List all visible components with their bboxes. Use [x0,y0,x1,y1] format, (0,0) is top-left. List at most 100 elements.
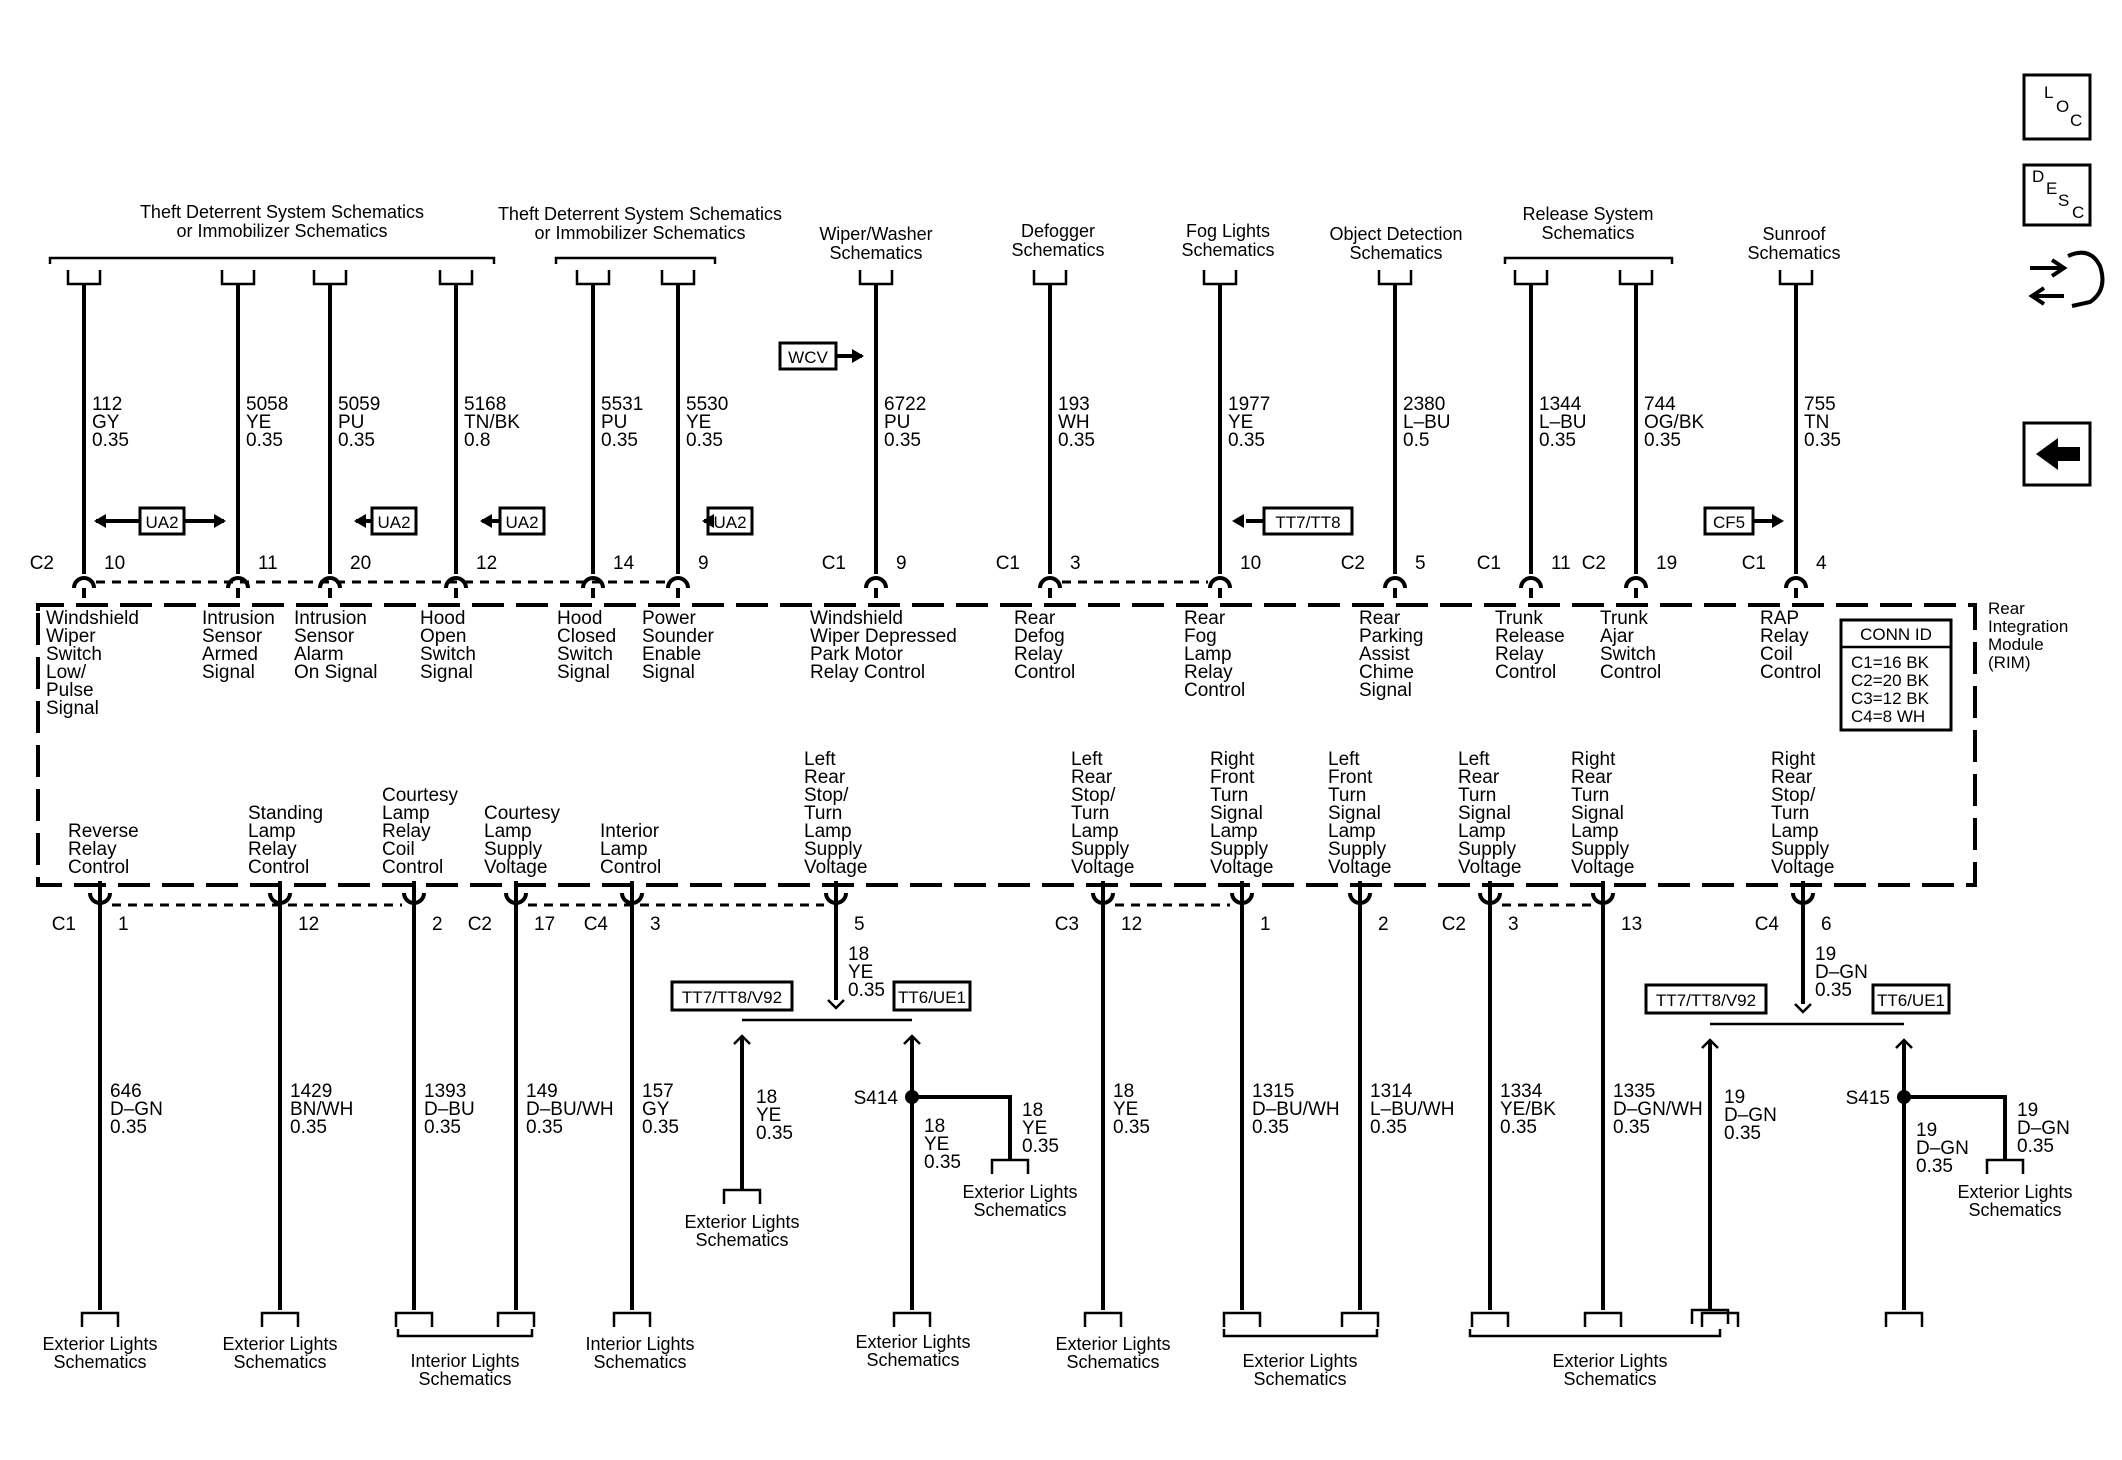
wire-spec: D–GN [1916,1138,1969,1159]
wire-spec: 646 [110,1081,142,1102]
wire-spec: 19 [2017,1100,2038,1121]
pin-number: 12 [476,553,497,574]
arrow-head [702,514,714,528]
wire-spec: PU [601,412,627,433]
connector-stub [1083,1311,1123,1327]
connector-id: C2 [1341,553,1365,574]
pin-symbol [444,576,468,589]
destination-header: Schematics [1747,243,1840,263]
circuit-function-label: Ajar [1600,626,1634,647]
wire-spec: 0.35 [424,1117,461,1138]
pin-number: 3 [650,914,661,935]
circuit-function-label: Intrusion [294,608,367,629]
option-box [892,980,972,1012]
group-bracket [1222,1329,1379,1338]
destination-label: Exterior Lights [222,1334,337,1354]
option-box [1644,983,1768,1015]
circuit-function-label: Relay [382,821,431,842]
conn-id-row: C2=20 BK [1851,671,1930,690]
pin-number: 3 [1508,914,1519,935]
wire-spec: 1977 [1228,394,1270,415]
option-label: TT6/UE1 [1877,991,1945,1010]
wire-spec: TN [1804,412,1829,433]
destination-label: Schematics [53,1352,146,1372]
wire-spec: YE [1228,412,1253,433]
circuit-function-label: Release [1495,626,1565,647]
wire-spec: GY [92,412,120,433]
connector-id: C4 [1755,914,1780,935]
connector-swap-icon[interactable] [2028,250,2105,308]
conn-id-row: C1=16 BK [1851,653,1930,672]
loc-button[interactable] [2022,73,2092,141]
wire-spec: PU [884,412,910,433]
circuit-function-label: Lamp [1328,821,1376,842]
destination-label: Exterior Lights [1552,1351,1667,1371]
destination-header: Sunroof [1762,224,1826,244]
destination-header: or Immobilizer Schematics [176,221,387,241]
wire-spec: L–BU/WH [1370,1099,1454,1120]
circuit-function-label: Voltage [1071,857,1134,878]
destination-header: Wiper/Washer [819,224,932,244]
wire-spec: 18 [924,1116,945,1137]
circuit-function-label: Relay [248,839,297,860]
pin-symbol [1784,576,1808,589]
destination-label: Schematics [1066,1352,1159,1372]
wire-spec: 0.35 [756,1123,793,1144]
circuit-function-label: Control [1014,662,1075,683]
connector-id: C1 [1477,553,1501,574]
wire-spec: D–GN [1815,962,1868,983]
desc-button[interactable] [2022,163,2092,227]
circuit-function-label: Wiper [46,626,96,647]
module-name-label: Integration [1988,617,2068,636]
circuit-function-label: Signal [557,662,610,683]
circuit-function-label: Stop/ [1071,785,1116,806]
wire-spec: D–BU [424,1099,475,1120]
pin-number: 2 [432,914,443,935]
wire-spec: 2380 [1403,394,1445,415]
circuit-function-label: Open [420,626,466,647]
wire-spec: 0.35 [290,1117,327,1138]
destination-label: Interior Lights [585,1334,694,1354]
circuit-function-label: Turn [1771,803,1809,824]
circuit-function-label: Signal [420,662,473,683]
circuit-function-label: Supply [1571,839,1630,860]
connector-stub [496,1311,536,1327]
loc-letter: L [2044,83,2053,102]
connector-stub [1513,270,1549,286]
destination-label: Schematics [593,1352,686,1372]
circuit-function-label: Relay [68,839,117,860]
destination-label: Schematics [1253,1369,1346,1389]
group-bracket [1468,1329,1722,1338]
arrow-head [214,514,226,528]
wire-spec: 112 [92,394,122,415]
wire-spec: 0.35 [110,1117,147,1138]
circuit-function-label: Voltage [1458,857,1521,878]
option-ua2: UA2 [145,513,178,532]
destination-header: Schematics [1349,243,1442,263]
pin-number: 17 [534,914,555,935]
connector-stub [612,1311,652,1327]
pin-symbol [1624,576,1648,589]
connector-id: C4 [584,914,609,935]
arrow-head [852,349,864,363]
circuit-function-label: Low/ [46,662,87,683]
circuit-function-label: Right [1210,749,1255,770]
pin-symbol [318,576,342,589]
pin-number: 4 [1816,553,1827,574]
circuit-function-label: Supply [1328,839,1387,860]
circuit-function-label: Courtesy [382,785,459,806]
option-cf5: CF5 [1713,513,1745,532]
circuit-function-label: Stop/ [1771,785,1816,806]
group-bracket [396,1329,534,1338]
pin-number: 12 [1121,914,1142,935]
destination-label: Schematics [1968,1200,2061,1220]
wire-spec: 0.35 [92,430,129,451]
circuit-function-label: Turn [1571,785,1609,806]
destination-label: Schematics [866,1350,959,1370]
connector-stub [660,270,696,286]
circuit-function-label: Parking [1359,626,1423,647]
wire-spec: 0.35 [338,430,375,451]
connector-stub [312,270,348,286]
destination-header: Schematics [1541,223,1634,243]
wire-spec: 0.35 [1113,1117,1150,1138]
